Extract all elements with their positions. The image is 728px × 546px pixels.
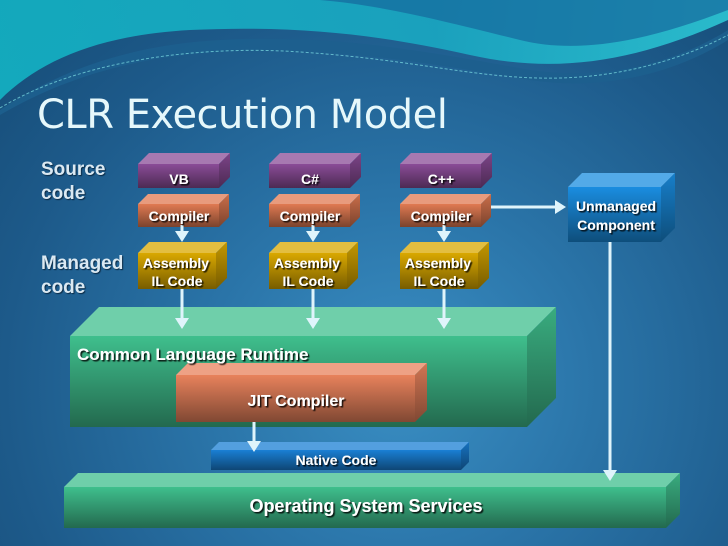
source-box-0-top-face bbox=[138, 153, 230, 164]
source-box-1-side-face bbox=[350, 153, 361, 188]
compiler-to-assembly-arrow-2 bbox=[437, 225, 451, 242]
jit-label: JIT Compiler bbox=[248, 393, 345, 410]
unmanaged-label-line1: Unmanaged bbox=[576, 198, 656, 214]
compiler-box-1 bbox=[269, 194, 360, 227]
source-label-1: C# bbox=[301, 171, 319, 187]
compiler-box-0-top-face bbox=[138, 194, 229, 204]
assembly-label-1-line2: IL Code bbox=[282, 273, 333, 289]
source-box-1-front-face bbox=[269, 164, 350, 188]
compiler-box-1-front-face bbox=[269, 204, 350, 227]
managed-code-label-line2: code bbox=[41, 277, 86, 298]
assembly-box-0-top-face bbox=[138, 242, 227, 253]
slide-title: CLR Execution Model bbox=[37, 92, 448, 138]
clr-label: Common Language Runtime bbox=[77, 345, 308, 364]
assembly-box-1-front-face bbox=[269, 253, 347, 289]
assembly-to-clr-arrow-2 bbox=[437, 289, 451, 329]
compiler-box-2-top-face bbox=[400, 194, 491, 204]
source-box-0 bbox=[138, 153, 230, 188]
compiler-label-2: Compiler bbox=[411, 208, 472, 224]
native-code-box bbox=[211, 442, 469, 470]
compiler-to-assembly-arrow-1 bbox=[306, 225, 320, 242]
compiler-label-0: Compiler bbox=[149, 208, 210, 224]
unmanaged-to-os-arrow bbox=[603, 242, 617, 481]
compiler-box-1-side-face bbox=[350, 194, 360, 227]
assembly-box-2-side-face bbox=[478, 242, 489, 289]
assembly-box-0-side-face bbox=[216, 242, 227, 289]
assembly-to-clr-arrow-1 bbox=[306, 289, 320, 329]
compiler-box-0-front-face bbox=[138, 204, 219, 227]
source-code-label-line2: code bbox=[41, 183, 86, 204]
source-box-0-side-face bbox=[219, 153, 230, 188]
source-box-1 bbox=[269, 153, 361, 188]
assembly-label-2-line1: Assembly bbox=[405, 255, 471, 271]
assembly-label-2-line2: IL Code bbox=[413, 273, 464, 289]
native-code-box-side-face bbox=[461, 442, 469, 470]
assembly-box-1-side-face bbox=[347, 242, 358, 289]
os-box-top-face bbox=[64, 473, 680, 487]
compiler-box-2-front-face bbox=[400, 204, 481, 227]
assembly-label-0-line2: IL Code bbox=[151, 273, 202, 289]
assembly-label-0-line1: Assembly bbox=[143, 255, 209, 271]
source-code-label: Source code bbox=[41, 158, 105, 206]
source-box-2-front-face bbox=[400, 164, 481, 188]
source-box-1-top-face bbox=[269, 153, 361, 164]
assembly-box-1 bbox=[269, 242, 358, 289]
source-label-2: C++ bbox=[428, 171, 454, 187]
os-box-front-face bbox=[64, 487, 666, 528]
unmanaged-component-box bbox=[568, 173, 675, 242]
os-label: Operating System Services bbox=[249, 496, 482, 516]
assembly-box-2-top-face bbox=[400, 242, 489, 253]
assembly-box-1-top-face bbox=[269, 242, 358, 253]
compiler-box-1-top-face bbox=[269, 194, 360, 204]
source-box-2 bbox=[400, 153, 492, 188]
jit-compiler-box-top-face bbox=[176, 363, 427, 375]
source-label-0: VB bbox=[169, 171, 188, 187]
unmanaged-component-box-side-face bbox=[661, 173, 675, 242]
compiler-label-1: Compiler bbox=[280, 208, 341, 224]
unmanaged-label-line2: Component bbox=[577, 217, 655, 233]
assembly-label-1-line1: Assembly bbox=[274, 255, 340, 271]
source-box-0-front-face bbox=[138, 164, 219, 188]
jit-compiler-box-front-face bbox=[176, 375, 415, 422]
jit-compiler-box bbox=[176, 363, 427, 422]
managed-code-label-line1: Managed bbox=[41, 253, 124, 274]
source-box-2-top-face bbox=[400, 153, 492, 164]
os-box bbox=[64, 473, 680, 528]
unmanaged-component-box-front-face bbox=[568, 187, 661, 242]
unmanaged-component-box-top-face bbox=[568, 173, 675, 187]
assembly-box-0 bbox=[138, 242, 227, 289]
assembly-box-2-front-face bbox=[400, 253, 478, 289]
source-code-label-line1: Source bbox=[41, 159, 106, 180]
native-code-box-front-face bbox=[211, 450, 461, 470]
native-code-label: Native Code bbox=[296, 452, 377, 468]
assembly-box-0-front-face bbox=[138, 253, 216, 289]
compiler-to-assembly-arrow-0 bbox=[175, 225, 189, 242]
jit-to-native-arrow bbox=[247, 422, 261, 452]
jit-compiler-box-side-face bbox=[415, 363, 427, 422]
compiler-box-0 bbox=[138, 194, 229, 227]
os-box-side-face bbox=[666, 473, 680, 528]
compiler-box-2 bbox=[400, 194, 491, 227]
managed-code-label: Managed code bbox=[41, 252, 123, 300]
compiler-to-unmanaged-arrow bbox=[491, 200, 566, 214]
compiler-box-0-side-face bbox=[219, 194, 229, 227]
source-box-2-side-face bbox=[481, 153, 492, 188]
native-code-box-top-face bbox=[211, 442, 469, 450]
assembly-box-2 bbox=[400, 242, 489, 289]
clr-box-side-face bbox=[527, 307, 556, 427]
compiler-box-2-side-face bbox=[481, 194, 491, 227]
assembly-to-clr-arrow-0 bbox=[175, 289, 189, 329]
